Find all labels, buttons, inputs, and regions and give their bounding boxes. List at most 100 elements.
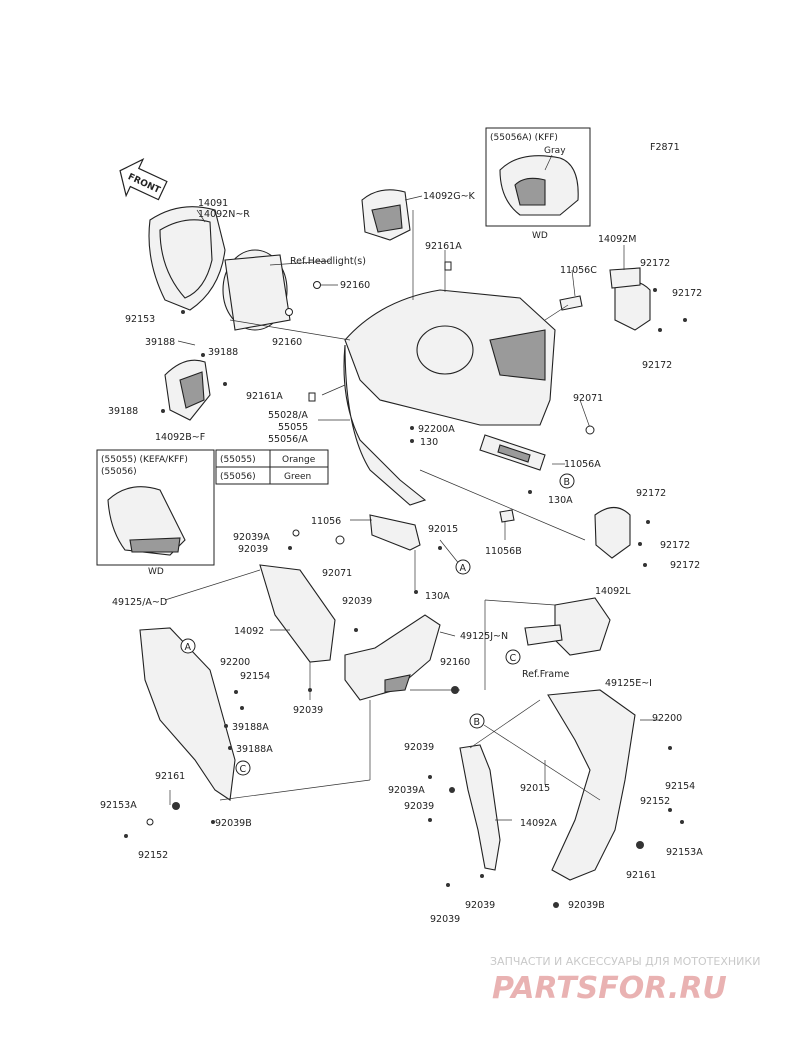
label-49125j-n: 49125J~N — [460, 631, 508, 642]
label-92200-a: 92200 — [220, 657, 250, 668]
svg-text:B: B — [474, 717, 481, 728]
watermark: ЗАПЧАСТИ И АКСЕССУАРЫ ДЛЯ МОТОТЕХНИКИ PA… — [490, 955, 760, 1006]
inner-panel-14092a-part — [459, 744, 501, 871]
inset-kff: (55056A) (KFF) Gray WD — [485, 127, 591, 241]
upper-cowl-part — [343, 289, 556, 506]
label-92039a-b: 92039A — [388, 785, 425, 796]
label-92160-c: 92160 — [440, 657, 470, 668]
label-92039-4: 92039 — [404, 742, 434, 753]
frame-mount-part — [524, 597, 611, 656]
inner-cover-14092l-part — [594, 506, 631, 559]
watermark-line1: ЗАПЧАСТИ И АКСЕССУАРЫ ДЛЯ МОТОТЕХНИКИ — [490, 955, 760, 968]
label-14091: 14091 — [198, 198, 228, 209]
label-92161a-top: 92161A — [425, 241, 462, 252]
label-39188-b: 39188 — [208, 347, 238, 358]
label-92039-3: 92039 — [293, 705, 323, 716]
label-11056a: 11056A — [564, 459, 601, 470]
label-11056: 11056 — [311, 516, 341, 527]
label-92039-7: 92039 — [430, 914, 460, 925]
callout-a-1: A — [455, 559, 471, 575]
label-130a-a: 130A — [548, 495, 573, 506]
inset-kefa-title1: (55055) (KEFA/KFF) — [101, 455, 188, 465]
label-92172-f: 92172 — [670, 560, 700, 571]
headlight-cover-part — [148, 206, 226, 311]
label-92172-e: 92172 — [660, 540, 690, 551]
label-14092g-k: 14092G~K — [423, 191, 476, 202]
label-92172-b: 92172 — [672, 288, 702, 299]
label-92154-a: 92154 — [240, 671, 270, 682]
bracket-11056a-part — [479, 434, 546, 471]
svg-text:A: A — [460, 563, 467, 574]
label-11056c: 11056C — [560, 265, 597, 276]
side-cover-left-part — [164, 359, 211, 421]
front-arrow-icon: FRONT — [119, 158, 168, 201]
label-92154-b: 92154 — [665, 781, 695, 792]
callout-a-2: A — [180, 638, 196, 654]
label-92172-d: 92172 — [636, 488, 666, 499]
label-92161a-mid: 92161A — [246, 391, 283, 402]
inset-kefa-title2: (55056) — [101, 467, 137, 477]
label-92161-b: 92161 — [626, 870, 656, 881]
color-table-color-2: Green — [284, 472, 311, 482]
label-92015-b: 92015 — [520, 783, 550, 794]
inset-kefa: (55055) (KEFA/KFF) (55056) WD — [96, 449, 215, 577]
headlight-unit-part — [222, 249, 291, 331]
label-130a-b: 130A — [425, 591, 450, 602]
svg-text:C: C — [240, 764, 247, 775]
label-92039-1: 92039 — [238, 544, 268, 555]
watermark-logo: PARTSFOR.RU — [492, 971, 727, 1006]
label-14092m: 14092M — [598, 234, 636, 245]
label-49125a-d: 49125/A~D — [112, 597, 167, 608]
lower-cowl-right-part — [547, 689, 636, 881]
label-14092l: 14092L — [595, 586, 631, 597]
label-39188a-a: 39188A — [232, 722, 269, 733]
label-130: 130 — [420, 437, 438, 448]
label-92015-a: 92015 — [428, 524, 458, 535]
label-92039-6: 92039 — [465, 900, 495, 911]
label-39188-a: 39188 — [145, 337, 175, 348]
inner-panel-14092-part — [259, 564, 336, 663]
label-92153a-b: 92153A — [666, 847, 703, 858]
side-cover-top-part — [361, 189, 411, 241]
inset-kff-title: (55056A) (KFF) — [490, 133, 558, 143]
callout-c-1: C — [505, 649, 521, 665]
label-92039b-b: 92039B — [568, 900, 605, 911]
label-92172-a: 92172 — [640, 258, 670, 269]
label-92172-c: 92172 — [642, 360, 672, 371]
label-92160-b: 92160 — [272, 337, 302, 348]
label-14092: 14092 — [234, 626, 264, 637]
color-table: (55055) Orange (55056) Green — [215, 449, 329, 485]
label-92200-b: 92200 — [652, 713, 682, 724]
label-92039a-a: 92039A — [233, 532, 270, 543]
label-ref-frame: Ref.Frame — [522, 669, 569, 680]
label-92152-b: 92152 — [640, 796, 670, 807]
inset-kefa-footer: WD — [148, 567, 164, 577]
label-92161-a: 92161 — [155, 771, 185, 782]
callout-b-2: B — [469, 713, 485, 729]
inset-kff-color: Gray — [544, 146, 566, 156]
label-92071-a: 92071 — [573, 393, 603, 404]
label-92039b-a: 92039B — [215, 818, 252, 829]
svg-text:C: C — [510, 653, 517, 664]
label-ref-headlight: Ref.Headlight(s) — [290, 256, 366, 267]
label-92153: 92153 — [125, 314, 155, 325]
label-92039-5: 92039 — [404, 801, 434, 812]
label-55028a: 55028/A — [268, 410, 308, 421]
leader-lines — [164, 195, 660, 821]
fasteners — [124, 261, 687, 908]
diagram-code: F2871 — [650, 142, 680, 153]
inner-cover-14092m-part — [609, 267, 651, 331]
label-39188-c: 39188 — [108, 406, 138, 417]
label-14092n-r: 14092N~R — [198, 209, 250, 220]
label-92200a: 92200A — [418, 424, 455, 435]
label-92160-a: 92160 — [340, 280, 370, 291]
bracket-11056b-part — [499, 509, 515, 523]
label-14092b-f: 14092B~F — [155, 432, 205, 443]
label-49125e-i: 49125E~I — [605, 678, 652, 689]
label-92152-a: 92152 — [138, 850, 168, 861]
inner-cowl-49125jn-part — [344, 614, 441, 701]
label-92039-2: 92039 — [342, 596, 372, 607]
part-labels: 14091 14092N~R 14092G~K Ref.Headlight(s)… — [100, 191, 703, 925]
label-11056b: 11056B — [485, 546, 522, 557]
color-table-color-1: Orange — [282, 455, 316, 465]
